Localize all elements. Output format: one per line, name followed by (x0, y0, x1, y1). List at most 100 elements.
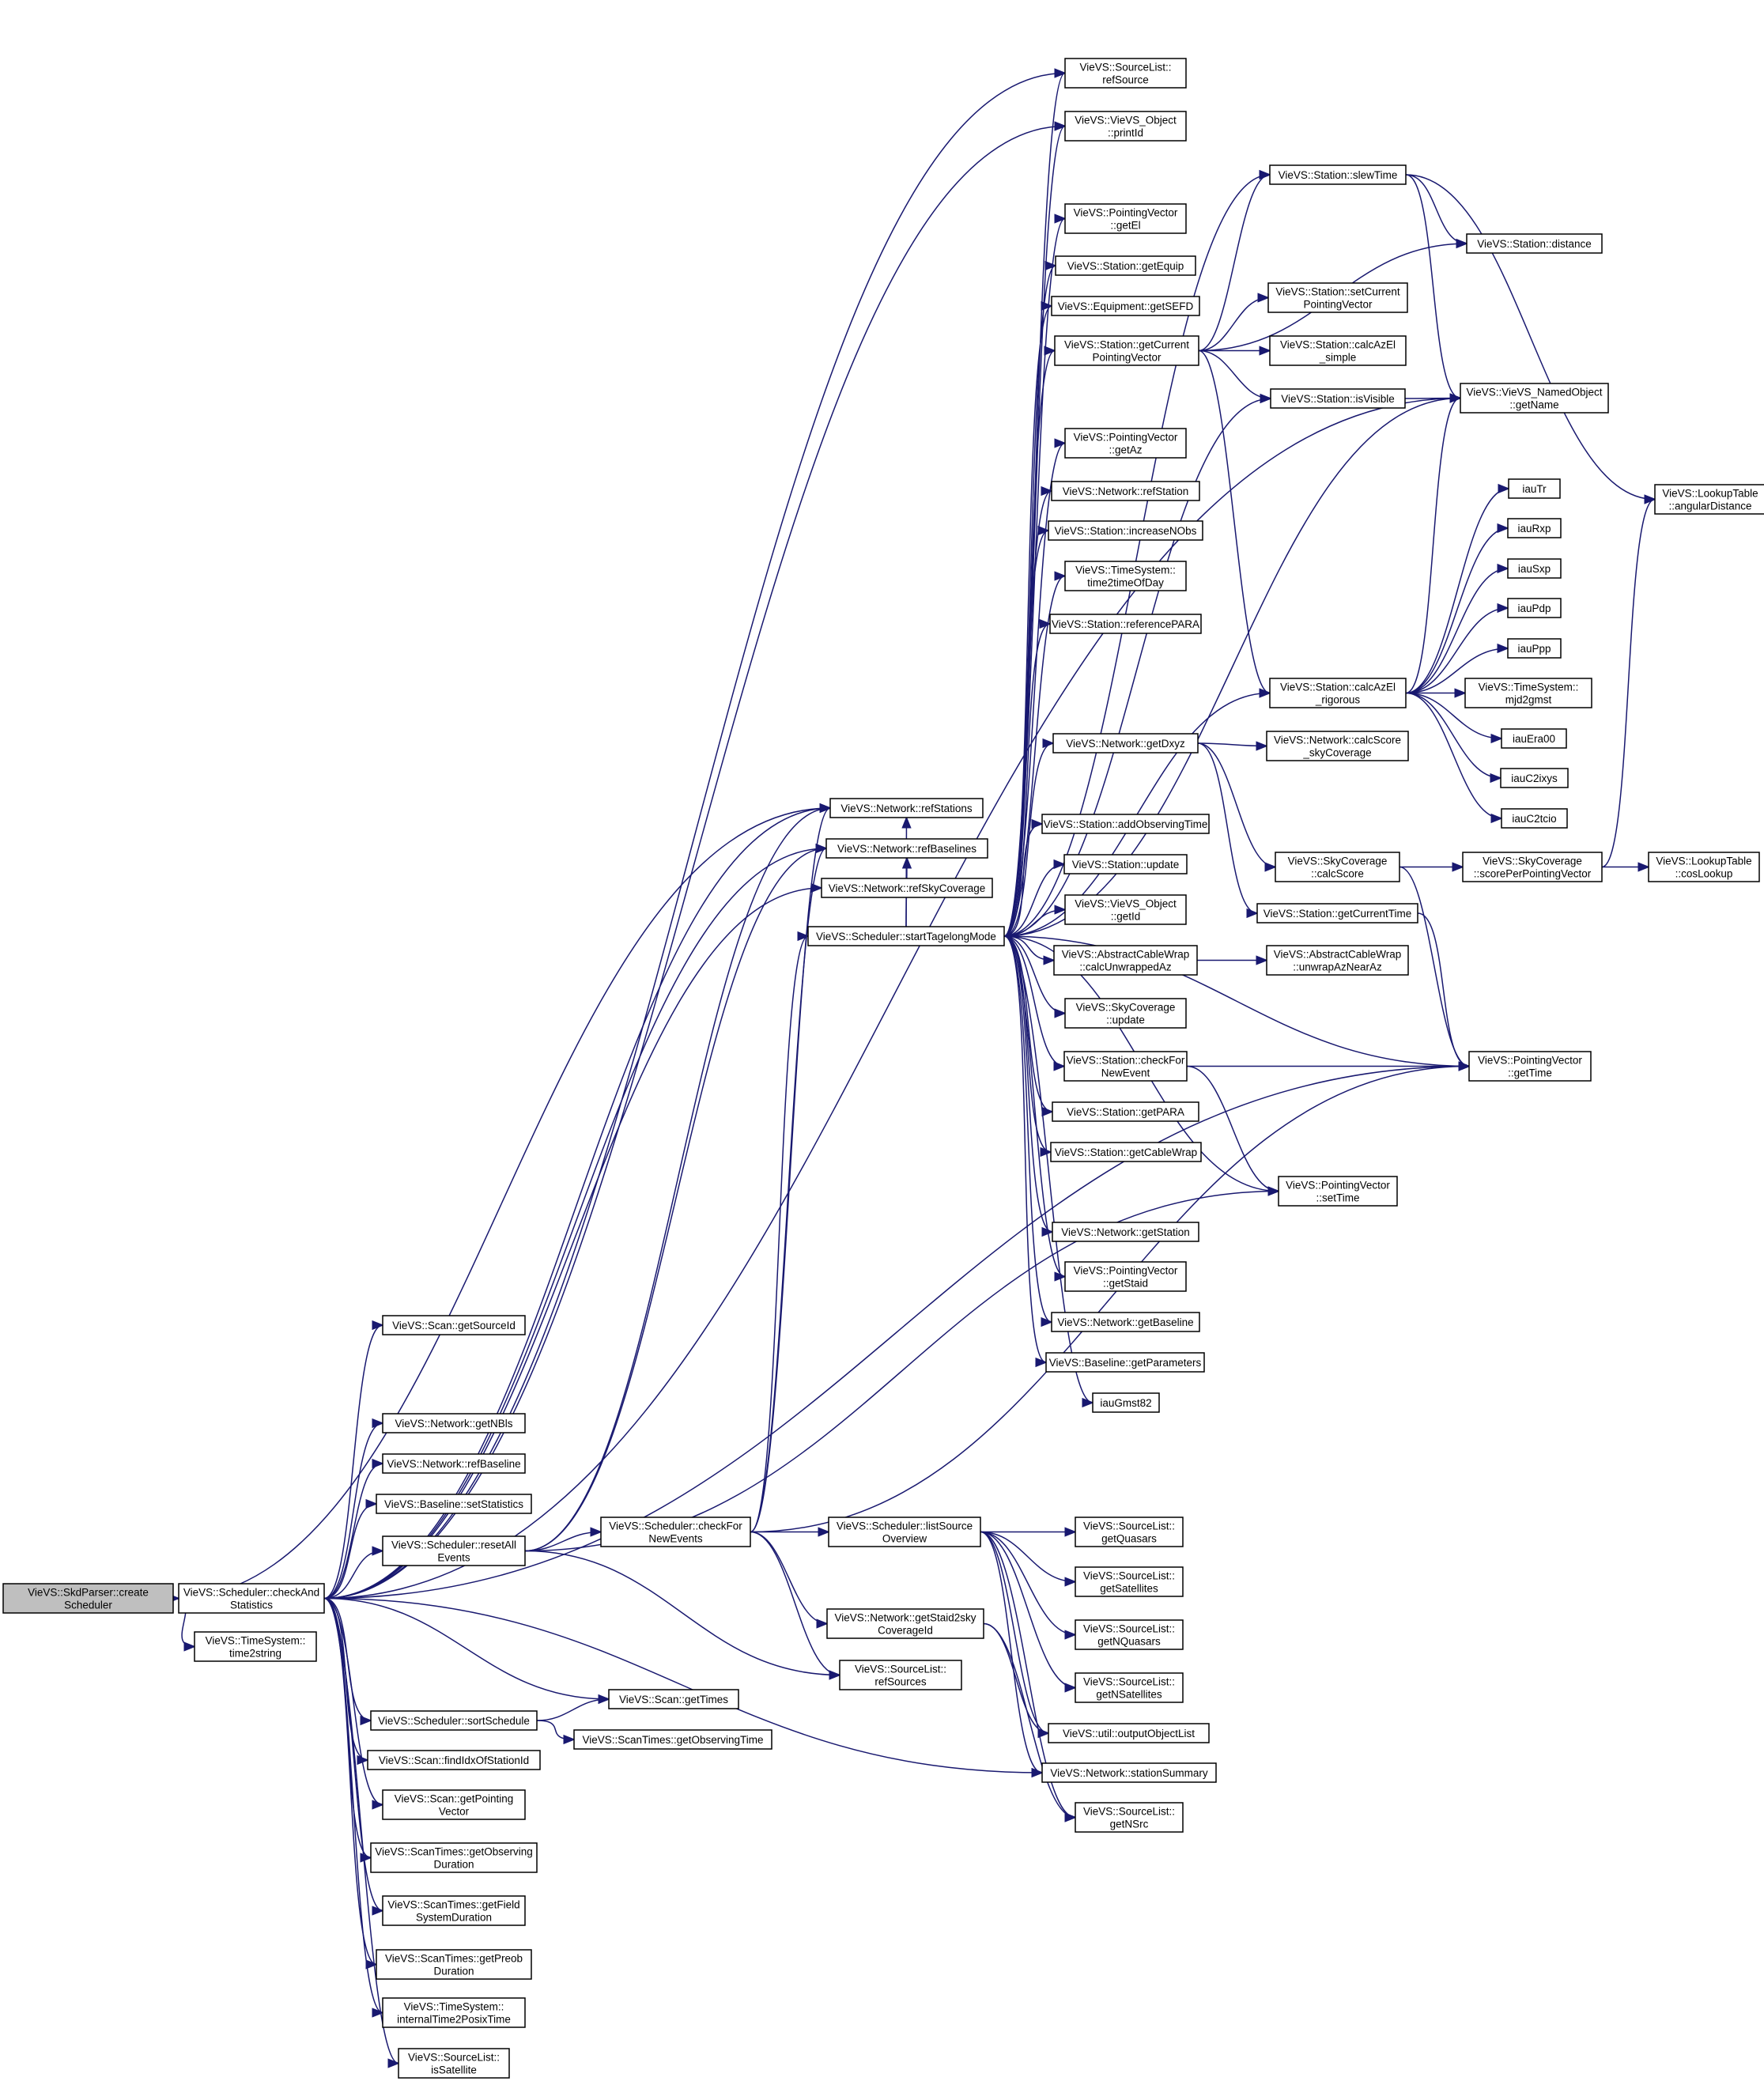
node-is-satellite[interactable]: VieVS::SourceList::isSatellite (398, 2048, 510, 2079)
node-get-station[interactable]: VieVS::Network::getStation (1052, 1222, 1199, 1242)
node-get-equip[interactable]: VieVS::Station::getEquip (1055, 255, 1196, 276)
node-label-line: PointingVector (1303, 299, 1373, 311)
node-get-cur-time[interactable]: VieVS::Station::getCurrentTime (1256, 903, 1418, 924)
node-iau-c2ixys[interactable]: iauC2ixys (1500, 768, 1569, 788)
node-sky-calc-score[interactable]: VieVS::SkyCoverage::calcScore (1275, 852, 1400, 882)
node-get-quasars[interactable]: VieVS::SourceList::getQuasars (1075, 1517, 1184, 1547)
node-score-per-pv[interactable]: VieVS::SkyCoverage::scorePerPointingVect… (1462, 852, 1603, 882)
node-get-dxyz[interactable]: VieVS::Network::getDxyz (1052, 733, 1199, 754)
node-find-idx[interactable]: VieVS::Scan::findIdxOfStationId (367, 1750, 541, 1770)
node-ang-dist[interactable]: VieVS::LookupTable::angularDistance (1654, 484, 1764, 515)
node-unwrap-near[interactable]: VieVS::AbstractCableWrap::unwrapAzNearAz (1266, 945, 1409, 976)
node-iau-rxp[interactable]: iauRxp (1507, 518, 1562, 538)
node-ref-para[interactable]: VieVS::Station::referencePARA (1049, 614, 1202, 634)
node-ref-baseline[interactable]: VieVS::Network::refBaseline (382, 1453, 526, 1474)
node-slew-time[interactable]: VieVS::Station::slewTime (1269, 164, 1407, 185)
node-iau-pdp[interactable]: iauPdp (1507, 598, 1562, 618)
node-pv-set-time[interactable]: VieVS::PointingVector::setTime (1278, 1176, 1398, 1207)
node-label-line: VieVS::Network::refStation (1063, 485, 1189, 497)
node-set-stats[interactable]: VieVS::Baseline::setStatistics (376, 1494, 532, 1514)
node-iau-c2tcio[interactable]: iauC2tcio (1501, 808, 1568, 829)
node-output-obj-list[interactable]: VieVS::util::outputObjectList (1048, 1723, 1210, 1743)
node-get-satellites[interactable]: VieVS::SourceList::getSatellites (1075, 1566, 1184, 1597)
node-print-id[interactable]: VieVS::VieVS_Object::printId (1064, 111, 1187, 142)
node-get-id[interactable]: VieVS::VieVS_Object::getId (1064, 894, 1187, 925)
node-get-params[interactable]: VieVS::Baseline::getParameters (1045, 1352, 1205, 1373)
node-get-obs-time[interactable]: VieVS::ScanTimes::getObservingTime (573, 1729, 772, 1750)
node-get-sefd[interactable]: VieVS::Equipment::getSEFD (1051, 296, 1200, 316)
node-ref-sky-cov[interactable]: VieVS::Network::refSkyCoverage (821, 878, 993, 898)
node-ref-baselines[interactable]: VieVS::Network::refBaselines (825, 838, 988, 859)
node-is-visible[interactable]: VieVS::Station::isVisible (1270, 388, 1406, 409)
node-box (1460, 383, 1609, 414)
node-iau-tr[interactable]: iauTr (1508, 478, 1561, 499)
node-iau-sxp[interactable]: iauSxp (1507, 558, 1562, 579)
node-iau-gmst82[interactable]: iauGmst82 (1092, 1392, 1160, 1413)
node-ref-source[interactable]: VieVS::SourceList::refSource (1064, 58, 1187, 89)
node-station-summary[interactable]: VieVS::Network::stationSummary (1041, 1762, 1217, 1783)
node-label-line: VieVS::Network::getNBls (395, 1418, 512, 1430)
node-ref-stations[interactable]: VieVS::Network::refStations (829, 798, 984, 818)
node-calc-az-el-simple[interactable]: VieVS::Station::calcAzEl_simple (1269, 335, 1407, 366)
node-t2s[interactable]: VieVS::TimeSystem::time2string (194, 1631, 317, 1662)
node-start-tag[interactable]: VieVS::Scheduler::startTagelongMode (807, 926, 1005, 946)
node-box (1468, 1051, 1592, 1082)
node-inc-nobs[interactable]: VieVS::Station::increaseNObs (1048, 520, 1203, 541)
node-label-line: VieVS::Scan::findIdxOfStationId (379, 1754, 529, 1766)
node-scan-get-source-id[interactable]: VieVS::Scan::getSourceId (382, 1315, 526, 1335)
node-label-line: ::getName (1509, 399, 1558, 411)
node-get-az[interactable]: VieVS::PointingVector::getAz (1064, 428, 1187, 459)
node-label-line: VieVS::Station::setCurrent (1275, 286, 1400, 298)
node-get-para[interactable]: VieVS::Station::getPARA (1052, 1101, 1199, 1122)
node-label-line: iauPdp (1517, 602, 1551, 614)
node-get-cable-wrap[interactable]: VieVS::Station::getCableWrap (1050, 1142, 1202, 1162)
node-int2posix[interactable]: VieVS::TimeSystem::internalTime2PosixTim… (382, 1997, 526, 2028)
node-distance[interactable]: VieVS::Station::distance (1466, 233, 1603, 254)
node-get-nbls[interactable]: VieVS::Network::getNBls (382, 1413, 526, 1433)
node-t2tod[interactable]: VieVS::TimeSystem::time2timeOfDay (1064, 561, 1187, 591)
node-box (1075, 1517, 1184, 1547)
node-st-update[interactable]: VieVS::Station::update (1063, 854, 1188, 874)
node-add-obs-time[interactable]: VieVS::Station::addObservingTime (1041, 814, 1210, 834)
node-mjd2gmst[interactable]: VieVS::TimeSystem::mjd2gmst (1464, 678, 1592, 708)
node-iau-ppp[interactable]: iauPpp (1507, 638, 1562, 659)
node-ref-station[interactable]: VieVS::Network::refStation (1051, 481, 1200, 501)
node-pv-get-staid[interactable]: VieVS::PointingVector::getStaid (1064, 1261, 1187, 1292)
node-get-baseline[interactable]: VieVS::Network::getBaseline (1051, 1312, 1200, 1332)
node-get-nsrc[interactable]: VieVS::SourceList::getNSrc (1075, 1802, 1184, 1833)
node-scan-get-times[interactable]: VieVS::Scan::getTimes (608, 1689, 739, 1709)
node-pv-get-time[interactable]: VieVS::PointingVector::getTime (1468, 1051, 1592, 1082)
node-sort-schedule[interactable]: VieVS::Scheduler::sortSchedule (370, 1710, 538, 1731)
edge-check-to-get-field-sys (323, 1597, 383, 1911)
node-sky-update[interactable]: VieVS::SkyCoverage::update (1064, 998, 1187, 1029)
node-calc-unwrap[interactable]: VieVS::AbstractCableWrap::calcUnwrappedA… (1053, 945, 1198, 976)
node-iau-era00[interactable]: iauEra00 (1501, 728, 1567, 749)
node-get-nquasars[interactable]: VieVS::SourceList::getNQuasars (1075, 1619, 1184, 1650)
node-get-name[interactable]: VieVS::VieVS_NamedObject::getName (1460, 383, 1609, 414)
node-get-el[interactable]: VieVS::PointingVector::getEl (1064, 203, 1187, 234)
node-label-line: VieVS::SourceList:: (1083, 1806, 1175, 1818)
node-label-line: VieVS::Station::update (1072, 859, 1180, 871)
node-label-line: VieVS::Station::getCableWrap (1055, 1146, 1197, 1158)
edge-start-tag-to-add-obs-time (1003, 824, 1043, 937)
node-get-nsatellites[interactable]: VieVS::SourceList::getNSatellites (1075, 1672, 1184, 1703)
node-calc-az-el-rig[interactable]: VieVS::Station::calcAzEl_rigorous (1269, 678, 1407, 708)
node-calc-score-sky[interactable]: VieVS::Network::calcScore_skyCoverage (1266, 731, 1409, 761)
edge-sort-schedule-to-get-obs-time (536, 1720, 574, 1739)
node-box (382, 1997, 526, 2028)
node-cos-lookup[interactable]: VieVS::LookupTable::cosLookup (1648, 852, 1760, 882)
node-ref-sources[interactable]: VieVS::SourceList::refSources (839, 1660, 962, 1690)
